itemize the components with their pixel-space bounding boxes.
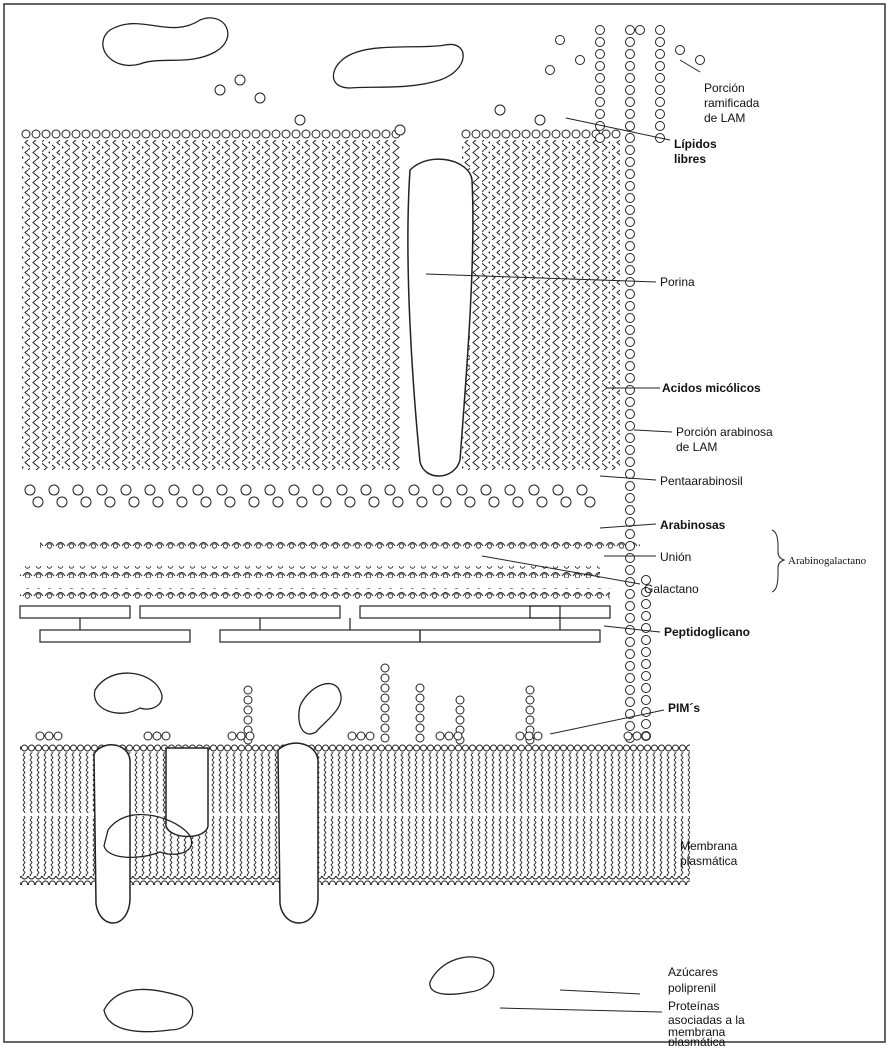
membrane-protein bbox=[94, 745, 130, 923]
label-pims: PIM´s bbox=[668, 701, 700, 715]
galactan-chain bbox=[20, 588, 610, 600]
label-porina: Porina bbox=[660, 275, 695, 289]
label-membrana-plasmatica: Membrana plasmática bbox=[680, 839, 741, 868]
label-arabinogalactano: Arabinogalactano bbox=[788, 555, 867, 567]
label-arabinosas: Arabinosas bbox=[660, 518, 726, 532]
galactan-chain bbox=[20, 566, 600, 578]
label-pentaarabinosil: Pentaarabinosil bbox=[660, 474, 743, 488]
label-acidos-micolicos: Acidos micólicos bbox=[662, 381, 761, 395]
arabinose-chain bbox=[40, 540, 640, 552]
membrane-protein bbox=[166, 748, 208, 837]
label-union: Unión bbox=[660, 550, 691, 564]
membrane-protein bbox=[278, 743, 318, 923]
label-galactano: Galactano bbox=[644, 582, 699, 596]
label-peptidoglicano: Peptidoglicano bbox=[664, 625, 750, 639]
